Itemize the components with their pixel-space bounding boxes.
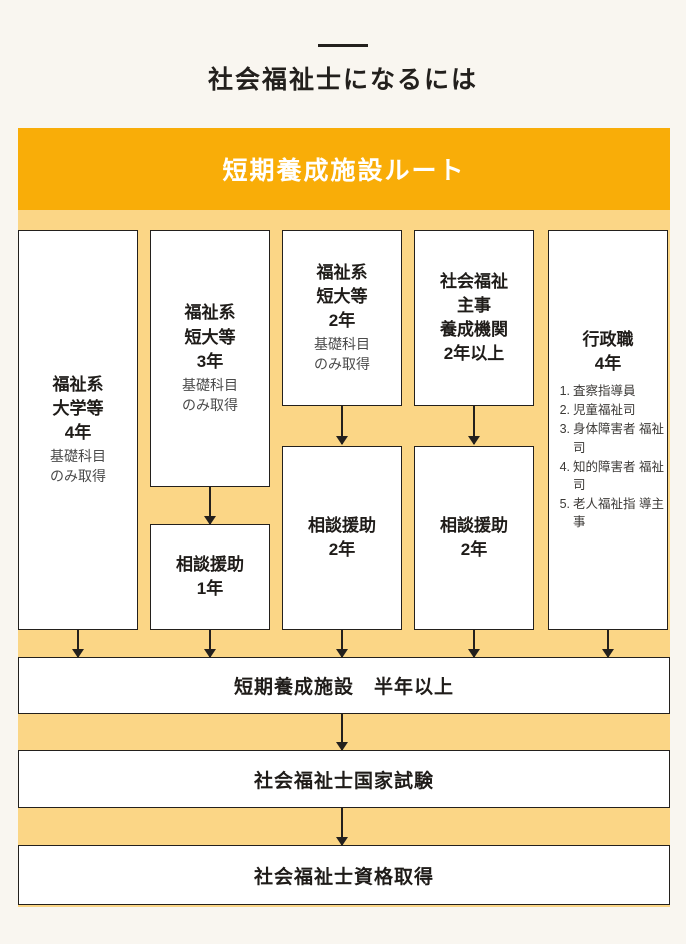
list-item: 1. 査察指導員 xyxy=(553,382,665,400)
list-item: 3. 身体障害者 福祉司 xyxy=(553,420,665,456)
node-title: 福祉系 大学等 4年 xyxy=(52,374,104,443)
node-subtitle: 基礎科目 のみ取得 xyxy=(50,448,106,485)
arrow-col2-stage1 xyxy=(209,487,211,524)
node-welfare-junior-college-2: 福祉系 短大等 2年 基礎科目 のみ取得 xyxy=(282,230,402,406)
bar-label: 短期養成施設 半年以上 xyxy=(233,677,454,698)
list-item: 4. 知的障害者 福祉司 xyxy=(553,458,665,494)
node-welfare-university: 福祉系 大学等 4年 基礎科目 のみ取得 xyxy=(18,230,138,630)
list-item-number: 1. xyxy=(559,384,570,399)
arrow-col4-to-bar xyxy=(473,630,475,657)
node-administrative-post: 行政職 4年 1. 査察指導員 2. 児童福祉司 3. 身体障害者 福祉司 4.… xyxy=(548,230,668,630)
arrow-bar2-to-bar3 xyxy=(341,808,343,845)
node-national-exam: 社会福祉士国家試験 xyxy=(18,750,670,808)
node-title: 行政職 4年 xyxy=(582,329,634,373)
list-item-number: 3. xyxy=(559,422,570,437)
administrative-post-list: 1. 査察指導員 2. 児童福祉司 3. 身体障害者 福祉司 4. 知的障害者 … xyxy=(551,382,665,532)
bar-label: 社会福祉士国家試験 xyxy=(253,770,434,792)
bar-label: 社会福祉士資格取得 xyxy=(253,866,434,888)
list-item-label: 知的障害者 福祉司 xyxy=(573,459,664,492)
list-item-number: 5. xyxy=(559,496,570,511)
list-item: 2. 児童福祉司 xyxy=(553,401,665,419)
route-banner-label: 短期養成施設ルート xyxy=(222,157,466,185)
arrow-col2-to-bar xyxy=(209,630,211,657)
node-title: 相談援助 2年 xyxy=(308,515,376,559)
node-welfare-junior-college-3: 福祉系 短大等 3年 基礎科目 のみ取得 xyxy=(150,230,270,487)
node-counseling-support-1yr: 相談援助 1年 xyxy=(150,524,270,630)
node-title: 福祉系 短大等 2年 xyxy=(316,262,368,331)
node-subtitle: 基礎科目 のみ取得 xyxy=(182,376,238,413)
node-social-welfare-officer-institution: 社会福祉 主事 養成機関 2年以上 xyxy=(414,230,534,406)
arrow-col3-stage1 xyxy=(341,406,343,444)
list-item-label: 身体障害者 福祉司 xyxy=(573,422,664,455)
node-title: 社会福祉 主事 養成機関 2年以上 xyxy=(440,271,508,364)
list-item-label: 査察指導員 xyxy=(573,384,636,399)
node-title: 相談援助 1年 xyxy=(176,554,244,598)
list-item-number: 2. xyxy=(559,403,570,418)
arrow-col5-to-bar xyxy=(607,630,609,657)
node-counseling-support-2yr-b: 相談援助 2年 xyxy=(414,446,534,630)
page-title: 社会福祉士になるには xyxy=(207,66,478,94)
flowchart-container: 短期養成施設ルート 福祉系 大学等 4年 基礎科目 のみ取得 福祉系 短大等 3… xyxy=(18,128,670,907)
route-banner: 短期養成施設ルート xyxy=(18,128,670,210)
arrow-bar1-to-bar2 xyxy=(341,714,343,750)
title-divider xyxy=(318,44,368,47)
node-qualification-obtained: 社会福祉士資格取得 xyxy=(18,845,670,905)
node-title: 相談援助 2年 xyxy=(440,515,508,559)
list-item-label: 児童福祉司 xyxy=(573,403,636,418)
list-item-label: 老人福祉指 導主事 xyxy=(573,496,664,529)
list-item-number: 4. xyxy=(559,459,570,474)
arrow-col3-to-bar xyxy=(341,630,343,657)
node-subtitle: 基礎科目 のみ取得 xyxy=(314,336,370,373)
list-item: 5. 老人福祉指 導主事 xyxy=(553,495,665,531)
node-counseling-support-2yr-a: 相談援助 2年 xyxy=(282,446,402,630)
arrow-col1-to-bar xyxy=(77,630,79,657)
node-title: 福祉系 短大等 3年 xyxy=(184,303,236,371)
node-short-term-training-facility: 短期養成施設 半年以上 xyxy=(18,657,670,714)
page-header: 社会福祉士になるには xyxy=(0,0,686,128)
arrow-col4-stage1 xyxy=(473,406,475,444)
